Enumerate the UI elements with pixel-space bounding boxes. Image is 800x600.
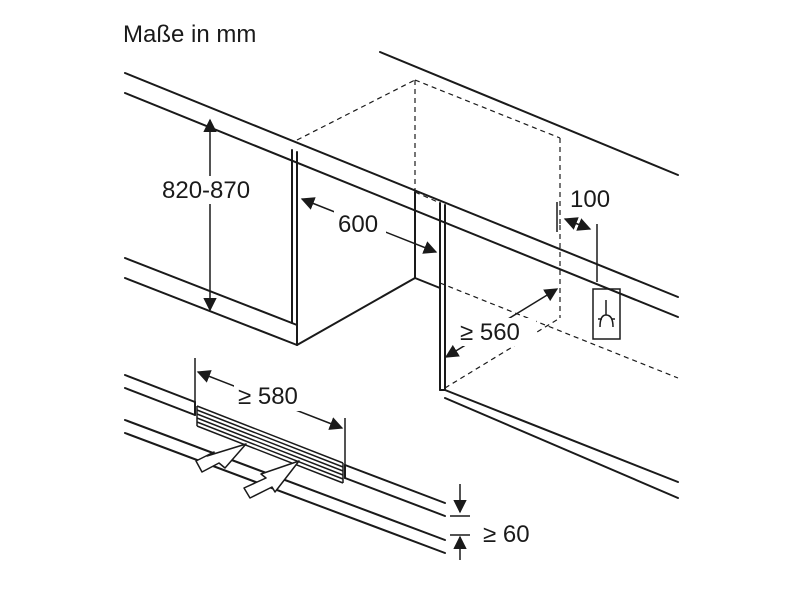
plinth-gap-dimension (450, 484, 470, 560)
min-depth-label: ≥ 560 (460, 319, 520, 346)
airflow-in-arrow-icon (243, 460, 300, 499)
vent-width-label: ≥ 580 (238, 383, 298, 410)
socket-icon (592, 288, 621, 340)
depth-label: 600 (338, 211, 378, 238)
plinth-gap-label: ≥ 60 (483, 521, 530, 548)
socket-offset-label: 100 (570, 186, 610, 213)
unit-title: Maße in mm (123, 21, 256, 48)
right-cabinet (439, 202, 679, 499)
airflow-out-arrow-icon (195, 443, 247, 473)
vent-width-dimension (194, 358, 346, 465)
socket-offset-dimension (556, 202, 598, 282)
niche-outline (296, 79, 679, 389)
height-label: 820-870 (162, 177, 250, 204)
